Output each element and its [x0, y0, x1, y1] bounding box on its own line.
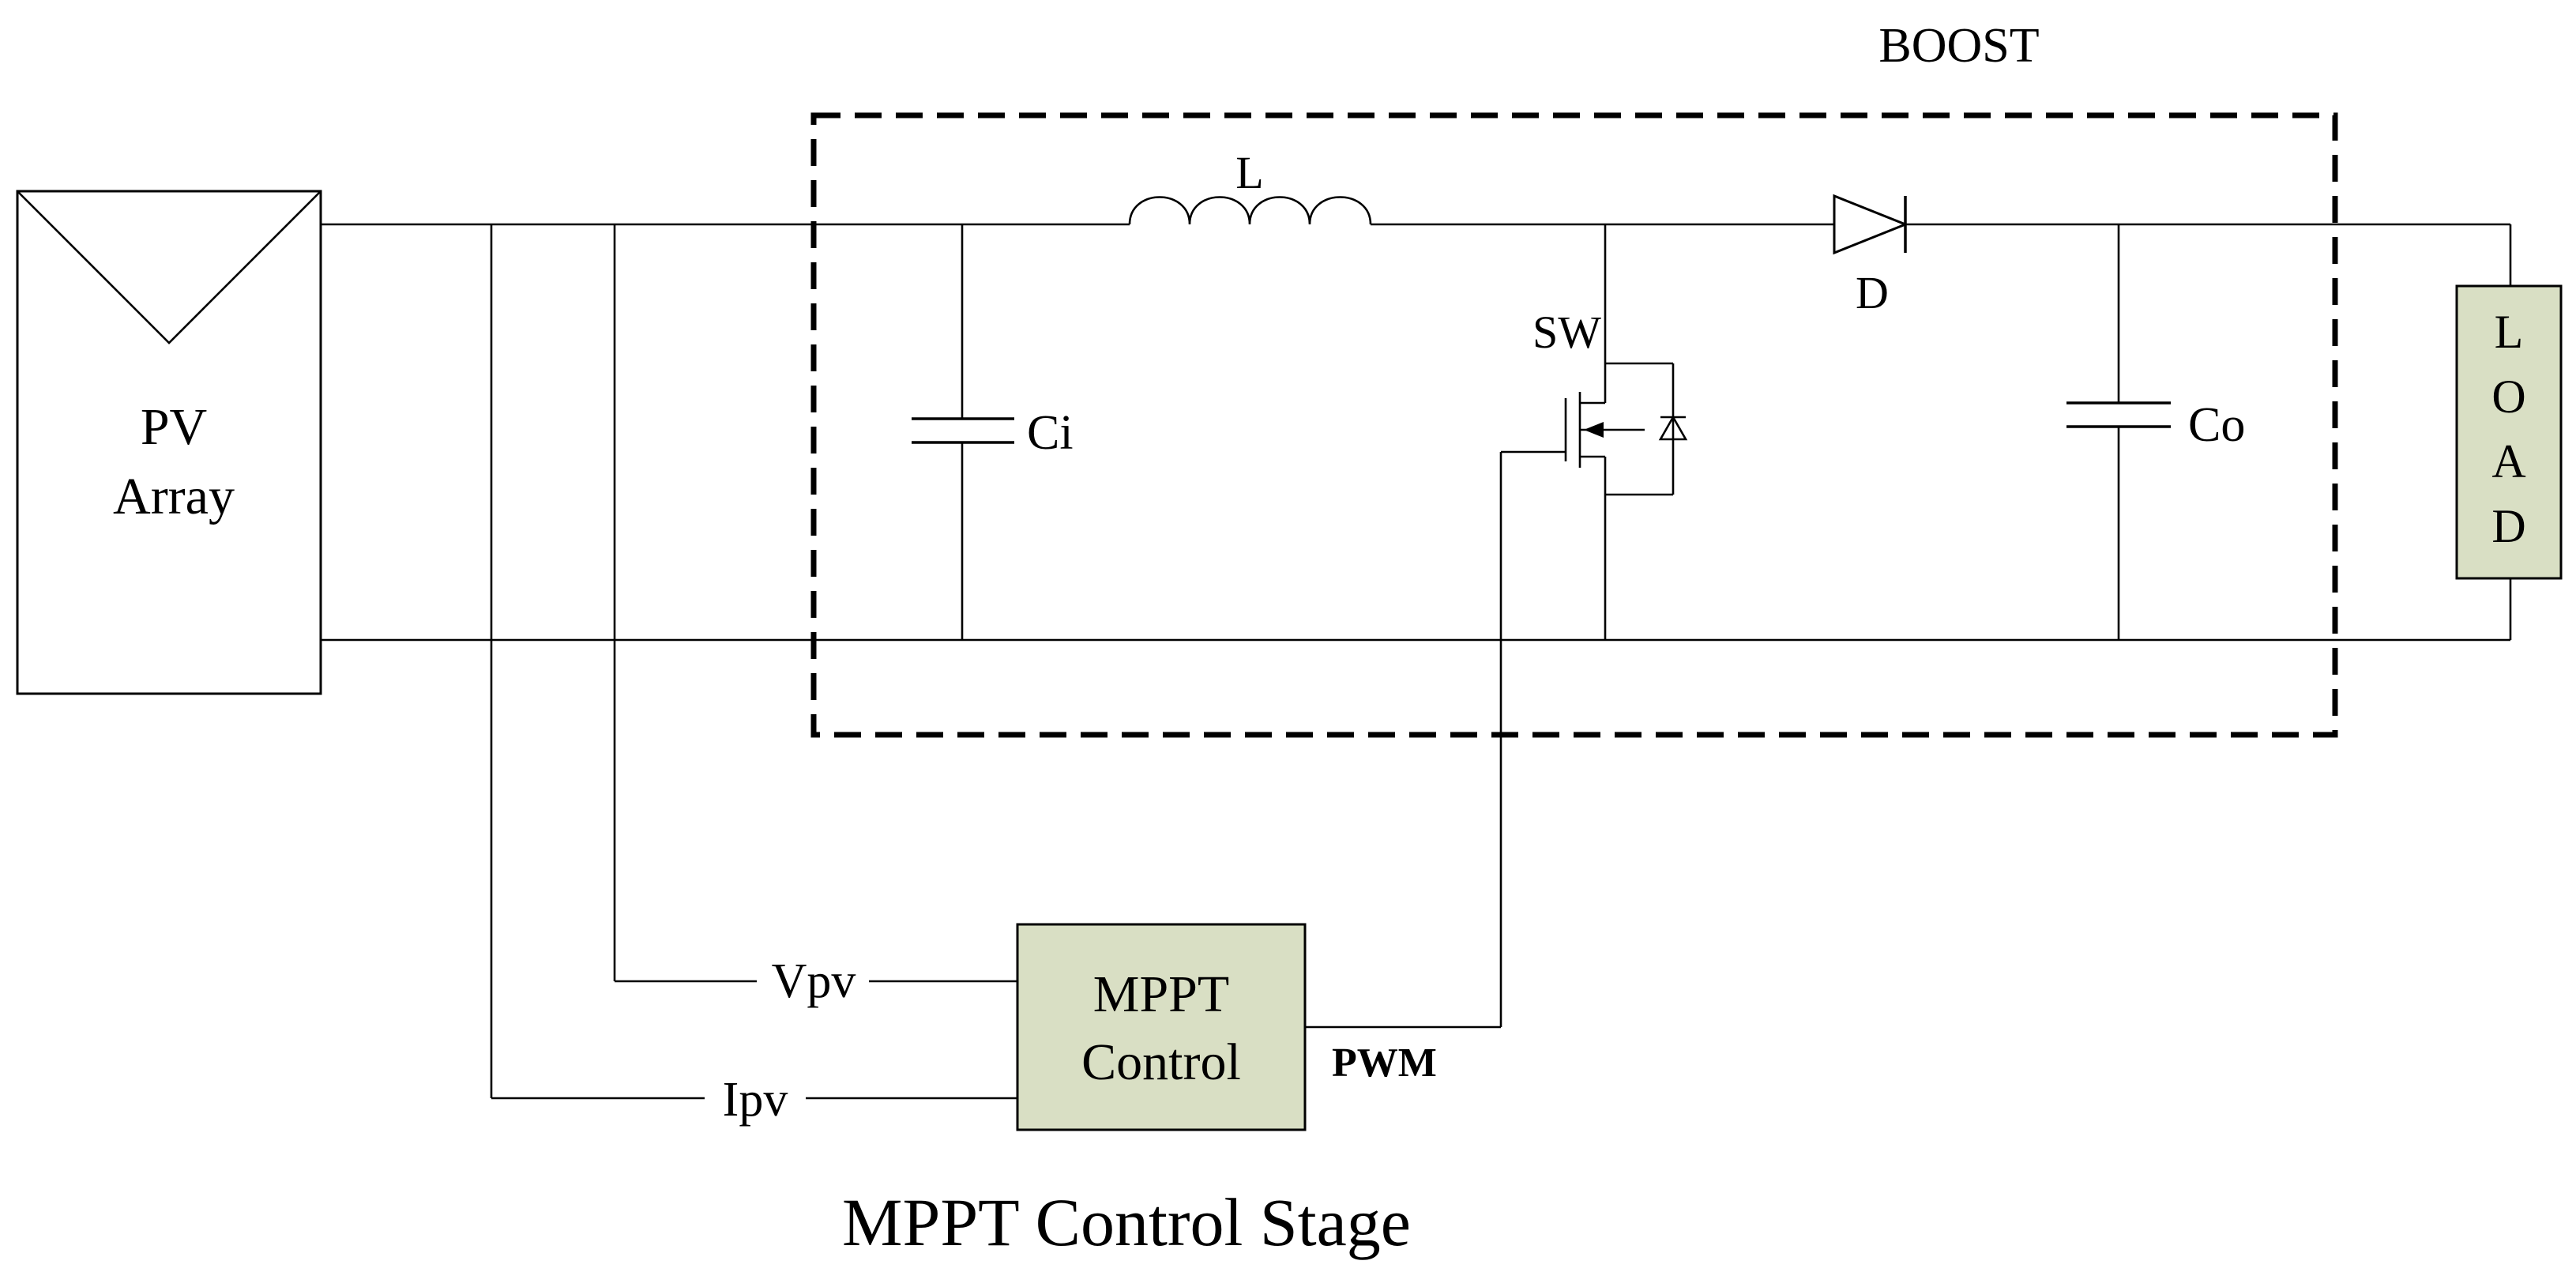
current-sense-wire	[490, 224, 1017, 1100]
pv-label-line1: PV	[141, 398, 207, 456]
pv-array: PV Array	[16, 190, 322, 695]
diode-label: D	[1856, 267, 1889, 318]
input-capacitor-label: Ci	[1027, 406, 1074, 460]
vpv-label: Vpv	[772, 954, 856, 1008]
input-capacitor: Ci	[912, 224, 1074, 640]
inductor-label: L	[1235, 147, 1263, 198]
ipv-label: Ipv	[723, 1073, 788, 1127]
output-capacitor: Co	[2066, 224, 2245, 640]
load-letter-2: O	[2491, 371, 2525, 423]
load-block: L O A D	[2455, 284, 2563, 580]
load-letter-4: D	[2491, 500, 2525, 552]
boost-boundary	[810, 112, 2338, 738]
mppt-control-block: MPPT Control	[1016, 923, 1307, 1131]
load-letter-1: L	[2495, 306, 2524, 358]
mppt-label-line2: Control	[1081, 1033, 1241, 1091]
voltage-sense-wire	[613, 224, 1017, 983]
mppt-label-line1: MPPT	[1093, 965, 1229, 1023]
inductor: L	[1128, 147, 1372, 225]
load-letter-3: A	[2491, 435, 2525, 487]
top-rail	[321, 223, 2512, 286]
boost-title: BOOST	[1878, 19, 2039, 73]
diagram-caption: MPPT Control Stage	[842, 1184, 1411, 1260]
pwm-gate-wire	[1305, 450, 1566, 1029]
diode: D	[1833, 194, 1909, 318]
mosfet-switch: SW	[1532, 224, 1688, 640]
pwm-label: PWM	[1332, 1041, 1437, 1086]
switch-label: SW	[1532, 307, 1601, 358]
bottom-rail	[321, 578, 2512, 642]
pv-label-line2: Array	[113, 468, 235, 525]
output-capacitor-label: Co	[2188, 398, 2245, 452]
